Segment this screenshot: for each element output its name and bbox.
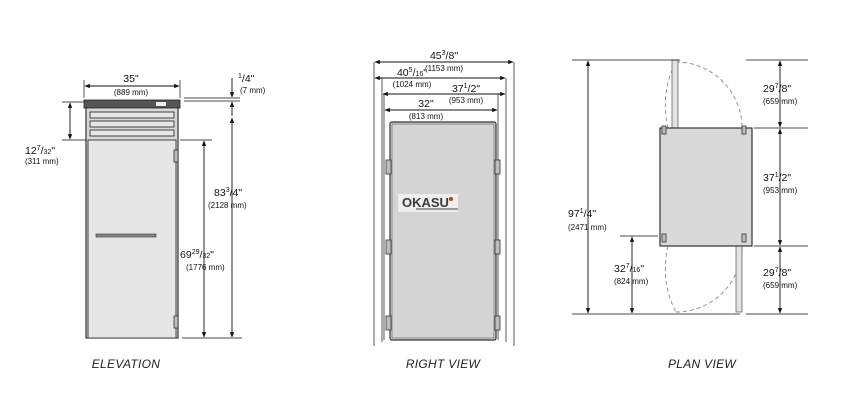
plan-hinge-1 bbox=[661, 125, 667, 135]
pv-depth-label: 371/2" bbox=[763, 172, 791, 184]
pv-total-label: 971/4" bbox=[568, 208, 596, 220]
elev-width-mm: (889 mm) bbox=[114, 88, 149, 97]
elev-width-label: 35" bbox=[123, 73, 139, 85]
pv-dooropen-label: 327/16" bbox=[614, 263, 644, 275]
door-swing-top bbox=[675, 61, 743, 129]
top-cap bbox=[83, 99, 181, 109]
rv-overall-mm: (1153 mm) bbox=[425, 64, 463, 73]
pv-swingtop-label: 297/8" bbox=[763, 83, 791, 95]
pv-swingbottom-mm: (659 mm) bbox=[763, 281, 798, 290]
plan-view: 971/4" (2471 mm) 327/16" (824 mm) 297/8"… bbox=[568, 59, 808, 371]
right-view-caption: RIGHT VIEW bbox=[406, 357, 482, 371]
side-hinge-1 bbox=[385, 159, 392, 175]
side-hinge-3 bbox=[385, 315, 392, 331]
elev-height-mm: (2128 mm) bbox=[208, 201, 247, 210]
side-hinge-6 bbox=[494, 315, 501, 331]
plan-hinge-4 bbox=[741, 233, 747, 243]
pv-depth-mm: (953 mm) bbox=[763, 186, 798, 195]
rv-body-label: 32" bbox=[418, 98, 434, 110]
right-view: OKASU 453/8" (1153 mm) 405/16" (1024 mm)… bbox=[373, 50, 515, 371]
louver-2 bbox=[89, 120, 175, 128]
elev-door-mm: (1776 mm) bbox=[186, 263, 225, 272]
louver-3 bbox=[89, 129, 175, 137]
door-panel bbox=[87, 139, 177, 339]
hinge-top bbox=[173, 149, 179, 163]
rv-handle-mm: (1024 mm) bbox=[393, 80, 432, 89]
rv-overall-label: 453/8" bbox=[430, 50, 458, 62]
pv-total-mm: (2471 mm) bbox=[568, 223, 607, 232]
pv-dooropen-mm: (824 mm) bbox=[614, 277, 649, 286]
rv-depth-mm: (953 mm) bbox=[449, 96, 484, 105]
side-hinge-2 bbox=[385, 239, 392, 255]
swing-guide-bottom bbox=[664, 245, 677, 313]
okasu-logo: OKASU bbox=[398, 194, 458, 212]
pv-swingtop-mm: (659 mm) bbox=[763, 97, 798, 106]
open-door-bottom bbox=[735, 245, 743, 313]
elev-height-label: 833/4" bbox=[214, 187, 242, 199]
control-label bbox=[156, 102, 166, 106]
elevation-view: 35" (889 mm) 1/4" (7 mm) 833/4" (2128 mm… bbox=[25, 73, 266, 371]
elev-top-label: 127/32" bbox=[25, 145, 55, 157]
elevation-caption: ELEVATION bbox=[92, 357, 161, 371]
rv-handle-label: 405/16" bbox=[397, 67, 427, 79]
door-swing-bottom bbox=[675, 245, 743, 313]
side-hinge-4 bbox=[494, 159, 501, 175]
louver-1 bbox=[89, 111, 175, 119]
rv-depth-label: 371/2" bbox=[452, 83, 480, 95]
elev-top-mm: (311 mm) bbox=[25, 157, 59, 166]
rv-body-mm: (813 mm) bbox=[409, 112, 444, 121]
hinge-bottom bbox=[173, 315, 179, 329]
side-hinge-5 bbox=[494, 239, 501, 255]
svg-text:OKASU: OKASU bbox=[402, 195, 449, 210]
plan-view-caption: PLAN VIEW bbox=[668, 357, 737, 371]
plan-hinge-2 bbox=[741, 125, 747, 135]
elev-topgap-mm: (7 mm) bbox=[240, 86, 266, 95]
pv-swingbottom-label: 297/8" bbox=[763, 267, 791, 279]
elev-topgap-label: 1/4" bbox=[238, 73, 255, 85]
cabinet-plan bbox=[659, 127, 753, 247]
open-door-top bbox=[671, 59, 679, 129]
plan-hinge-3 bbox=[661, 233, 667, 243]
door-handle bbox=[95, 233, 157, 238]
elev-door-label: 6929/32" bbox=[180, 249, 214, 261]
